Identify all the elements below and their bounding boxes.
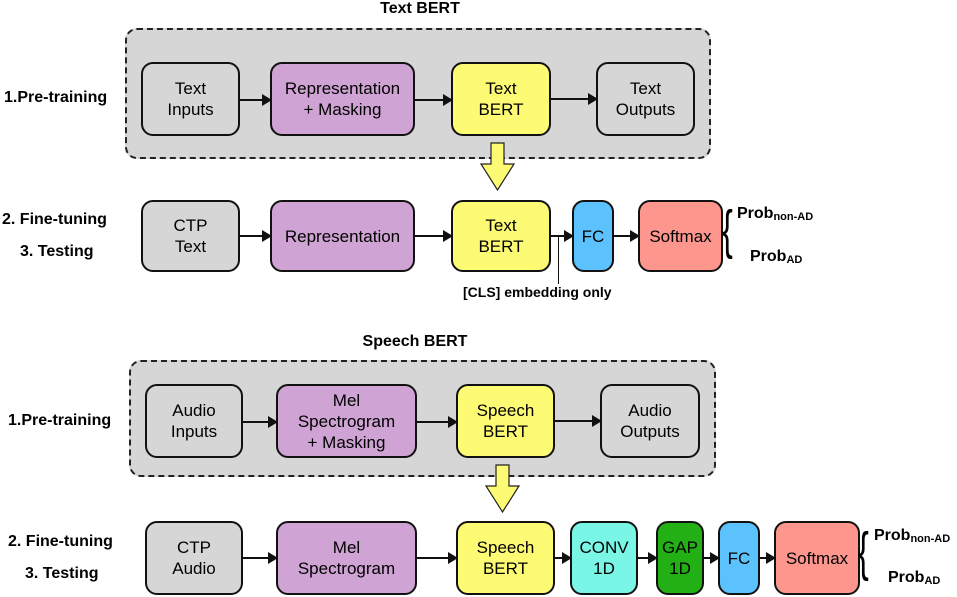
arrow-icon	[614, 230, 640, 242]
prob-sub: AD	[786, 254, 803, 266]
cls-embedding-note: [CLS] embedding only	[463, 284, 612, 300]
arrow-icon	[760, 552, 776, 564]
text-bert-finetune-box: Text BERT	[451, 200, 551, 272]
arrow-icon	[555, 552, 572, 564]
arrow-icon	[240, 94, 272, 106]
arrow-icon	[551, 93, 598, 105]
text-stage-pretraining: 1.Pre-training	[4, 89, 108, 106]
speech-bert-box: Speech BERT	[456, 384, 555, 458]
cls-pointer-line	[558, 236, 559, 284]
prob-base: Prob	[888, 569, 925, 586]
ctp-audio-box: CTP Audio	[145, 521, 243, 595]
transfer-down-arrow-icon	[479, 142, 516, 192]
prob-ad-label: ProbAD	[888, 569, 940, 587]
audio-outputs-box: Audio Outputs	[600, 384, 700, 458]
prob-sub: non-AD	[910, 533, 951, 545]
prob-sub: non-AD	[773, 211, 814, 223]
arrow-icon	[638, 552, 658, 564]
prob-base: Prob	[750, 248, 787, 265]
arrow-icon	[704, 552, 720, 564]
text-inputs-box: Text Inputs	[141, 62, 240, 136]
arrow-icon	[240, 230, 272, 242]
prob-non-ad-label: Probnon-AD	[874, 527, 950, 545]
arrow-icon	[417, 552, 458, 564]
speech-stage-testing: 3. Testing	[25, 565, 99, 582]
brace-icon: {	[858, 522, 869, 582]
ctp-text-box: CTP Text	[141, 200, 240, 272]
prob-non-ad-label: Probnon-AD	[737, 205, 813, 223]
prob-ad-label: ProbAD	[750, 248, 802, 266]
arrow-icon	[417, 416, 458, 428]
text-bert-title: Text BERT	[380, 0, 460, 17]
arrow-icon	[415, 94, 453, 106]
brace-icon: {	[722, 200, 733, 260]
speech-bert-finetune-box: Speech BERT	[456, 521, 555, 595]
arrow-icon	[243, 552, 278, 564]
mel-spectrogram-box: Mel Spectrogram	[276, 521, 417, 595]
gap-1d-box: GAP 1D	[656, 521, 704, 595]
softmax-box: Softmax	[638, 200, 723, 272]
prob-base: Prob	[737, 205, 774, 222]
transfer-down-arrow-icon	[484, 464, 521, 514]
text-stage-finetuning: 2. Fine-tuning	[2, 211, 107, 228]
mel-spectrogram-masking-box: Mel Spectrogram + Masking	[276, 384, 417, 458]
prob-base: Prob	[874, 527, 911, 544]
fc-speech-box: FC	[718, 521, 760, 595]
fc-box: FC	[572, 200, 614, 272]
arrow-icon	[551, 230, 574, 242]
representation-masking-box: Representation + Masking	[270, 62, 415, 136]
arrow-icon	[415, 230, 453, 242]
arrow-icon	[555, 415, 602, 427]
prob-sub: AD	[924, 575, 941, 587]
arrow-icon	[243, 416, 278, 428]
softmax-speech-box: Softmax	[774, 521, 860, 595]
speech-bert-title: Speech BERT	[362, 333, 468, 350]
speech-stage-pretraining: 1.Pre-training	[8, 412, 112, 429]
text-stage-testing: 3. Testing	[20, 243, 94, 260]
conv-1d-box: CONV 1D	[570, 521, 638, 595]
audio-inputs-box: Audio Inputs	[145, 384, 243, 458]
text-outputs-box: Text Outputs	[596, 62, 695, 136]
text-bert-box: Text BERT	[451, 62, 551, 136]
representation-box: Representation	[270, 200, 415, 272]
speech-stage-finetuning: 2. Fine-tuning	[8, 533, 113, 550]
